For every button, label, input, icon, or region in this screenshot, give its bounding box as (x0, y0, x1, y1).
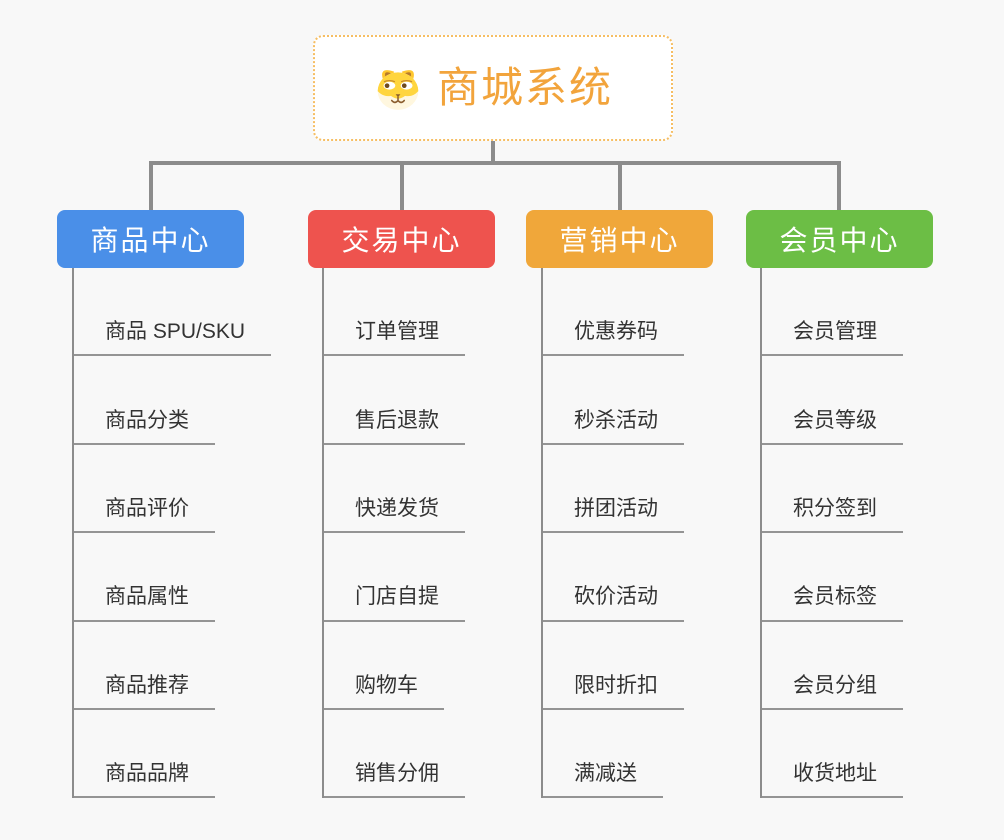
root-title: 商城系统 (436, 64, 613, 111)
subnode[interactable]: 门店自提 (324, 533, 554, 622)
connector-drop-trade (400, 161, 404, 210)
branch-children-trade: 订单管理 售后退款 快递发货 门店自提 购物车 销售分佣 (322, 268, 554, 799)
subnode[interactable]: 快递发货 (324, 445, 554, 534)
connector-root-stem (491, 141, 495, 163)
subnode[interactable]: 满减送 (543, 710, 773, 799)
subnode-label: 拼团活动 (543, 497, 684, 534)
subnode-label: 售后退款 (324, 409, 465, 445)
subnode-label: 满减送 (543, 762, 663, 799)
branch-node-trade-center[interactable]: 交易中心 (308, 210, 495, 268)
connector-drop-marketing (618, 161, 622, 210)
branch-children-marketing: 优惠券码 秒杀活动 拼团活动 砍价活动 限时折扣 满减送 (541, 268, 773, 799)
subnode[interactable]: 销售分佣 (324, 710, 554, 799)
subnode-label: 会员标签 (762, 585, 903, 622)
subnode[interactable]: 限时折扣 (543, 622, 773, 710)
connector-bus (149, 161, 841, 165)
subnode[interactable]: 商品评价 (74, 445, 304, 534)
branch-node-product-center[interactable]: 商品中心 (57, 210, 244, 268)
subnode[interactable]: 积分签到 (762, 445, 992, 534)
subnode[interactable]: 售后退款 (324, 356, 554, 445)
subnode[interactable]: 订单管理 (324, 268, 554, 357)
subnode[interactable]: 砍价活动 (543, 533, 773, 622)
subnode[interactable]: 拼团活动 (543, 445, 773, 534)
subnode-label: 商品推荐 (74, 674, 215, 710)
subnode-label: 收货地址 (762, 762, 903, 799)
subnode[interactable]: 商品品牌 (74, 710, 304, 799)
branch-children-product: 商品 SPU/SKU 商品分类 商品评价 商品属性 商品推荐 商品品牌 (72, 268, 304, 799)
subnode[interactable]: 商品属性 (74, 533, 304, 622)
subnode-label: 商品属性 (74, 585, 215, 622)
subnode-label: 销售分佣 (324, 762, 465, 799)
subnode-label: 商品评价 (74, 497, 215, 534)
branch-node-member-center[interactable]: 会员中心 (746, 210, 933, 268)
root-node-mall-system[interactable]: 商城系统 (313, 35, 673, 141)
branch-node-marketing-center[interactable]: 营销中心 (526, 210, 713, 268)
subnode-label: 积分签到 (762, 497, 903, 534)
connector-drop-member (837, 161, 841, 210)
subnode-label: 商品分类 (74, 409, 215, 445)
subnode[interactable]: 优惠券码 (543, 268, 773, 357)
subnode[interactable]: 收货地址 (762, 710, 992, 799)
subnode-label: 商品品牌 (74, 762, 215, 799)
subnode-label: 优惠券码 (543, 320, 684, 357)
subnode-label: 会员分组 (762, 674, 903, 710)
subnode-label: 秒杀活动 (543, 409, 684, 445)
subnode[interactable]: 会员分组 (762, 622, 992, 710)
subnode[interactable]: 商品推荐 (74, 622, 304, 710)
dog-face-icon (377, 70, 419, 110)
subnode-label: 砍价活动 (543, 585, 684, 622)
subnode[interactable]: 会员管理 (762, 268, 992, 357)
subnode[interactable]: 会员标签 (762, 533, 992, 622)
branch-children-member: 会员管理 会员等级 积分签到 会员标签 会员分组 收货地址 (760, 268, 992, 799)
subnode-label: 会员等级 (762, 409, 903, 445)
subnode-label: 快递发货 (324, 497, 465, 534)
subnode[interactable]: 秒杀活动 (543, 356, 773, 445)
subnode-label: 门店自提 (324, 585, 465, 622)
subnode[interactable]: 购物车 (324, 622, 554, 710)
subnode-label: 限时折扣 (543, 674, 684, 710)
subnode-label: 会员管理 (762, 320, 903, 357)
subnode-label: 购物车 (324, 674, 444, 710)
subnode-label: 商品 SPU/SKU (74, 320, 272, 357)
subnode[interactable]: 商品 SPU/SKU (74, 268, 304, 357)
subnode-label: 订单管理 (324, 320, 465, 357)
subnode[interactable]: 会员等级 (762, 356, 992, 445)
subnode[interactable]: 商品分类 (74, 356, 304, 445)
connector-drop-product (149, 161, 153, 210)
